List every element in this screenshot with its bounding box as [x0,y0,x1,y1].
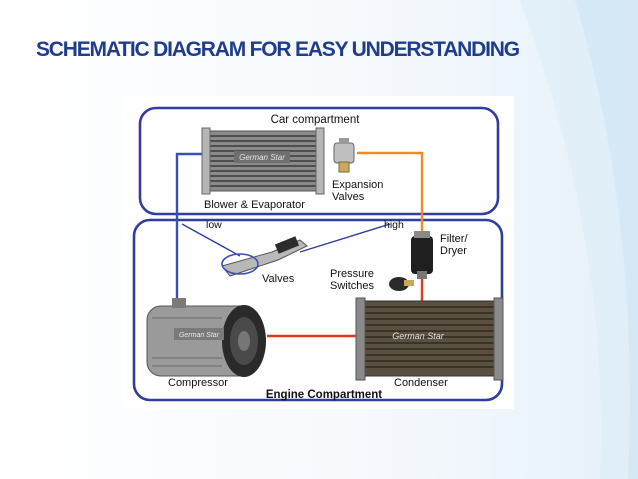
high-label: high [384,219,404,231]
expansion-valves-label-line2: Valves [332,191,365,203]
condenser-brand: German Star [392,331,445,341]
slide-title: SCHEMATIC DIAGRAM FOR EASY UNDERSTANDING [36,38,520,61]
compressor: German Star [146,298,266,377]
car-compartment-label: Car compartment [271,114,361,126]
service-valves [221,236,308,277]
evaporator-label: Blower & Evaporator [204,199,305,211]
low-label: low [206,219,222,231]
valves-label: Valves [262,273,295,285]
condenser-label: Condenser [394,377,448,389]
pressure-switches-label-line2: Switches [330,280,375,292]
expansion-valves-label-line1: Expansion [332,179,383,191]
evaporator-brand: German Star [239,153,285,162]
compressor-brand: German Star [179,332,220,339]
compressor-label: Compressor [168,377,228,389]
pressure-switches-label-line1: Pressure [330,268,374,280]
engine-compartment-label: Engine Compartment [266,389,382,401]
car-compartment-box [138,106,500,216]
filter-dryer-label-line2: Dryer [440,245,467,257]
condenser: German Star [355,297,504,381]
pressure-switch [389,277,414,291]
expansion-valve [333,138,355,173]
evaporator: German Star [201,127,325,195]
filter-dryer-label-line1: Filter/ [440,233,468,245]
ac-schematic-diagram: German Star German Star [122,96,514,409]
filter-dryer [411,231,433,279]
